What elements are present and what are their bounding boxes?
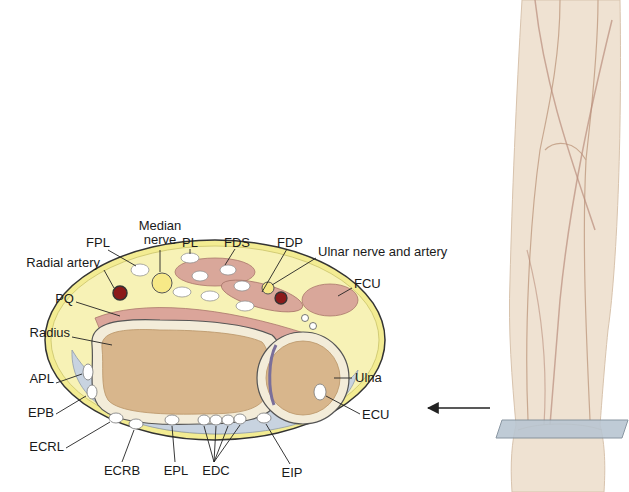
structure-label: PL: [182, 236, 198, 250]
structure-label: ECU: [362, 408, 389, 422]
structure-label: EPL: [164, 464, 189, 478]
structure-label: Median nerve: [133, 219, 187, 247]
structure-label: EIP: [282, 466, 303, 480]
structure-label: Radius: [30, 326, 70, 340]
cross-section: [45, 240, 385, 440]
structure-label: FDP: [277, 236, 303, 250]
structure-label: ECRL: [29, 440, 64, 454]
structure-label: ECRB: [104, 464, 140, 478]
structure-label: FPL: [86, 236, 110, 250]
structure-label: EDC: [202, 464, 229, 478]
structure-label: Ulna: [355, 371, 382, 385]
forearm-figure: [428, 0, 628, 492]
leader-lines: [56, 249, 360, 464]
structure-label: FCU: [354, 277, 381, 291]
structure-label: FDS: [224, 236, 250, 250]
structure-label: Ulnar nerve and artery: [318, 245, 447, 259]
structure-label: APL: [29, 372, 54, 386]
structure-label: EPB: [28, 406, 54, 420]
structure-label: PQ: [55, 292, 74, 306]
structure-label: Radial artery: [26, 256, 100, 270]
